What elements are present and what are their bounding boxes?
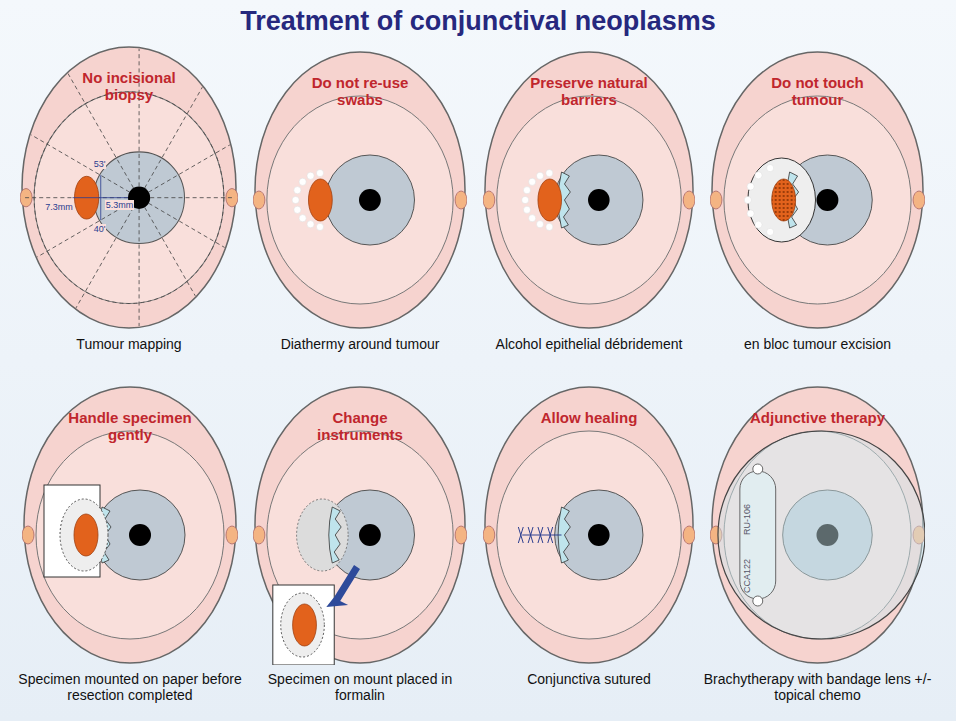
panel-caption: Tumour mapping xyxy=(10,336,248,352)
panel-caption: Alcohol epithelial débridement xyxy=(473,336,705,352)
plaque-label: CCA122 xyxy=(742,559,752,593)
eye-panel: Handle specimen gentlySpecimen mounted o… xyxy=(22,385,238,665)
panel-heading: Do not re-use swabs xyxy=(290,74,430,108)
panel-heading: Do not touch tumour xyxy=(748,74,888,108)
panel-heading: Handle specimen gently xyxy=(60,409,200,443)
panel-caption: Specimen mounted on paper before resecti… xyxy=(12,671,248,703)
plaque-label: RU-106 xyxy=(742,504,752,535)
panel-heading: Adjunctive therapy xyxy=(748,409,888,426)
panel-caption: Conjunctiva sutured xyxy=(473,671,705,687)
panel-heading: Allow healing xyxy=(519,409,659,426)
panel-caption: en bloc tumour excision xyxy=(700,336,935,352)
measurement-label: 53' xyxy=(93,159,107,169)
measurement-label: 5.3mm xyxy=(105,200,135,210)
title: Treatment of conjunctival neoplasms xyxy=(0,6,956,37)
panel-caption: Diathermy around tumour xyxy=(243,336,477,352)
eye-panel: Do not touch tumouren bloc tumour excisi… xyxy=(710,50,925,330)
eye-panel: Change instrumentsSpecimen on mount plac… xyxy=(253,385,467,665)
eye-panel: No incisional biopsyTumour mapping53'7.3… xyxy=(20,45,238,330)
eye-illustration xyxy=(483,385,695,665)
eye-panel: Adjunctive therapyBrachytherapy with ban… xyxy=(710,385,925,665)
panel-caption: Specimen on mount placed in formalin xyxy=(243,671,477,703)
eye-panel: Do not re-use swabsDiathermy around tumo… xyxy=(253,50,467,330)
measurement-label: 7.3mm xyxy=(44,202,74,212)
eye-panel: Allow healingConjunctiva sutured xyxy=(483,385,695,665)
measurement-label: 40' xyxy=(93,224,107,234)
panel-heading: Preserve natural barriers xyxy=(519,74,659,108)
eye-panel: Preserve natural barriersAlcohol epithel… xyxy=(483,50,695,330)
panel-heading: No incisional biopsy xyxy=(59,69,199,103)
panel-caption: Brachytherapy with bandage lens +/- topi… xyxy=(700,671,935,703)
panel-heading: Change instruments xyxy=(290,409,430,443)
